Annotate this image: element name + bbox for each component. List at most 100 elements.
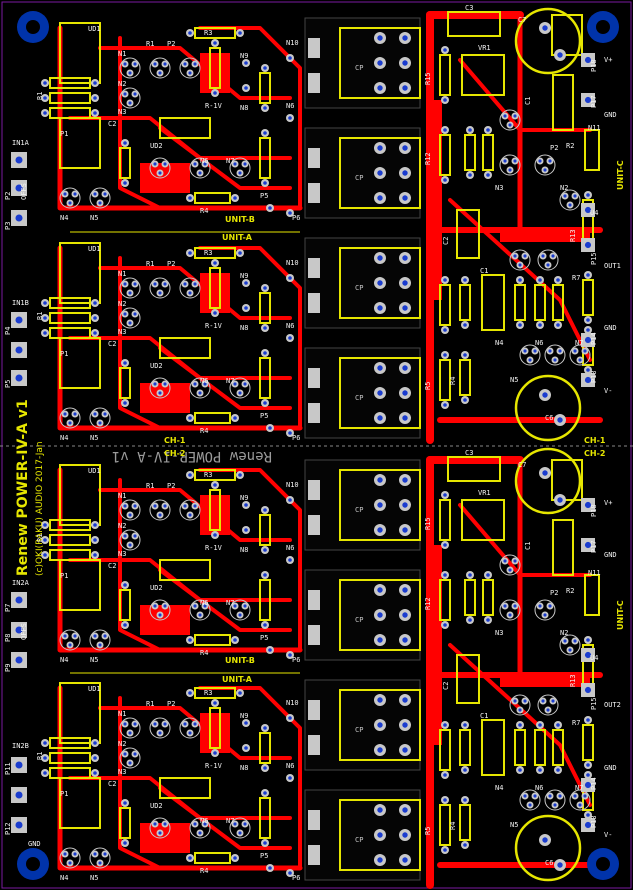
pad-hole <box>584 241 592 249</box>
transistor-outline <box>499 599 521 621</box>
pad-hole <box>528 358 532 362</box>
refdes-label: P1 <box>60 130 68 138</box>
divider-lines <box>0 231 633 674</box>
pad-hole <box>557 417 563 423</box>
pad-hole <box>402 255 408 261</box>
pad-hole <box>377 390 383 396</box>
component-outline <box>59 242 101 304</box>
refdes-label: R13 <box>569 674 577 687</box>
pad-hole <box>244 281 248 285</box>
pad-hole <box>586 193 590 197</box>
pad-hole <box>443 723 447 727</box>
pad-hole <box>288 336 292 340</box>
pad-hole <box>213 41 217 45</box>
pad-hole <box>238 31 242 35</box>
resistor-outline <box>259 137 271 179</box>
pad-hole <box>238 831 242 835</box>
pad-hole <box>15 214 23 222</box>
vminus-label: V- <box>604 387 612 395</box>
pad-hole <box>198 613 202 617</box>
pad-hole <box>508 568 512 572</box>
pad-hole <box>377 195 383 201</box>
pad-hole <box>586 813 590 817</box>
pad-hole <box>463 768 467 772</box>
mounting-holes <box>17 11 619 880</box>
refdes-label: N6 <box>286 102 294 110</box>
pad-hole <box>443 48 447 52</box>
transistor-outline <box>89 629 111 651</box>
pad-hole <box>243 382 247 386</box>
ch2-label: CH-2 <box>584 449 605 458</box>
gnd-label-3: GND <box>604 551 617 559</box>
refdes-label: P1 <box>60 790 68 798</box>
pad-hole <box>98 201 102 205</box>
transistor-outline <box>229 599 251 621</box>
pad-hole <box>377 145 383 151</box>
in2b-label: IN2B <box>12 742 29 750</box>
resistor-outline <box>464 134 476 171</box>
pad-hole <box>377 477 383 483</box>
offs-label: OFFS <box>20 183 28 200</box>
refdes-label: R2 <box>566 142 574 150</box>
pad-hole <box>98 861 102 865</box>
refdes-label: N3 <box>118 768 126 776</box>
pad-hole <box>551 699 555 703</box>
refdes-label: P15 <box>590 252 598 265</box>
pad-hole <box>263 548 267 552</box>
pad-hole <box>158 613 162 617</box>
pad-hole <box>93 111 97 115</box>
pad-hole <box>123 722 127 726</box>
pad-hole <box>43 523 47 527</box>
refdes-label: N7 <box>226 599 234 607</box>
refdes-label: N6 <box>535 784 543 792</box>
resistor-outline <box>464 579 476 616</box>
refdes-label: N6 <box>286 762 294 770</box>
pad-hole <box>15 761 23 769</box>
copper-pour <box>140 605 190 635</box>
pad-hole <box>158 71 162 75</box>
refdes-label: P5 <box>260 412 268 420</box>
pad-hole <box>128 731 132 735</box>
in2a-label: IN2A <box>12 579 30 587</box>
pad-hole <box>402 587 408 593</box>
refdes-label: P13 <box>590 815 598 828</box>
pad-hole <box>402 35 408 41</box>
refdes-label: R13 <box>569 229 577 242</box>
refdes-label: R1 <box>36 534 44 542</box>
pad-hole <box>193 504 197 508</box>
ch1-label-mirror: CH-1 <box>164 436 186 445</box>
pad-hole <box>377 415 383 421</box>
pad-hole <box>508 613 512 617</box>
pad-hole <box>244 86 248 90</box>
refdes-label: N4 <box>60 874 68 882</box>
pad-hole <box>268 866 272 870</box>
pad-hole <box>98 421 102 425</box>
refdes-label: R3 <box>204 29 212 37</box>
unit-c-label-2: UNIT-C <box>616 600 625 630</box>
resistor-outline <box>259 514 271 546</box>
copper-trace <box>448 643 592 807</box>
refdes-label: VR1 <box>478 44 491 52</box>
pad-hole <box>263 766 267 770</box>
pad-hole <box>68 643 72 647</box>
relay-pin <box>308 293 320 313</box>
refdes-label: N6 <box>200 599 208 607</box>
capacitor-outline <box>514 374 582 442</box>
pad-hole <box>443 403 447 407</box>
refdes-label: R4 <box>449 822 457 830</box>
refdes-label: P2 <box>167 40 175 48</box>
pad-hole <box>377 305 383 311</box>
board-title: Renew POWER-IV-A v1 <box>15 399 31 576</box>
pad-hole <box>123 62 127 66</box>
resistor-outline <box>49 107 91 119</box>
transistor-outline <box>559 189 581 211</box>
pad-hole <box>63 192 67 196</box>
pad-hole <box>63 634 67 638</box>
pad-hole <box>123 312 127 316</box>
refdes-label: N8 <box>240 764 248 772</box>
transistor-outline <box>189 817 211 839</box>
refdes-label: R4 <box>449 377 457 385</box>
pad-hole <box>584 651 592 659</box>
unit-b-label: UNIT-B <box>225 215 255 224</box>
pad-hole <box>518 278 522 282</box>
